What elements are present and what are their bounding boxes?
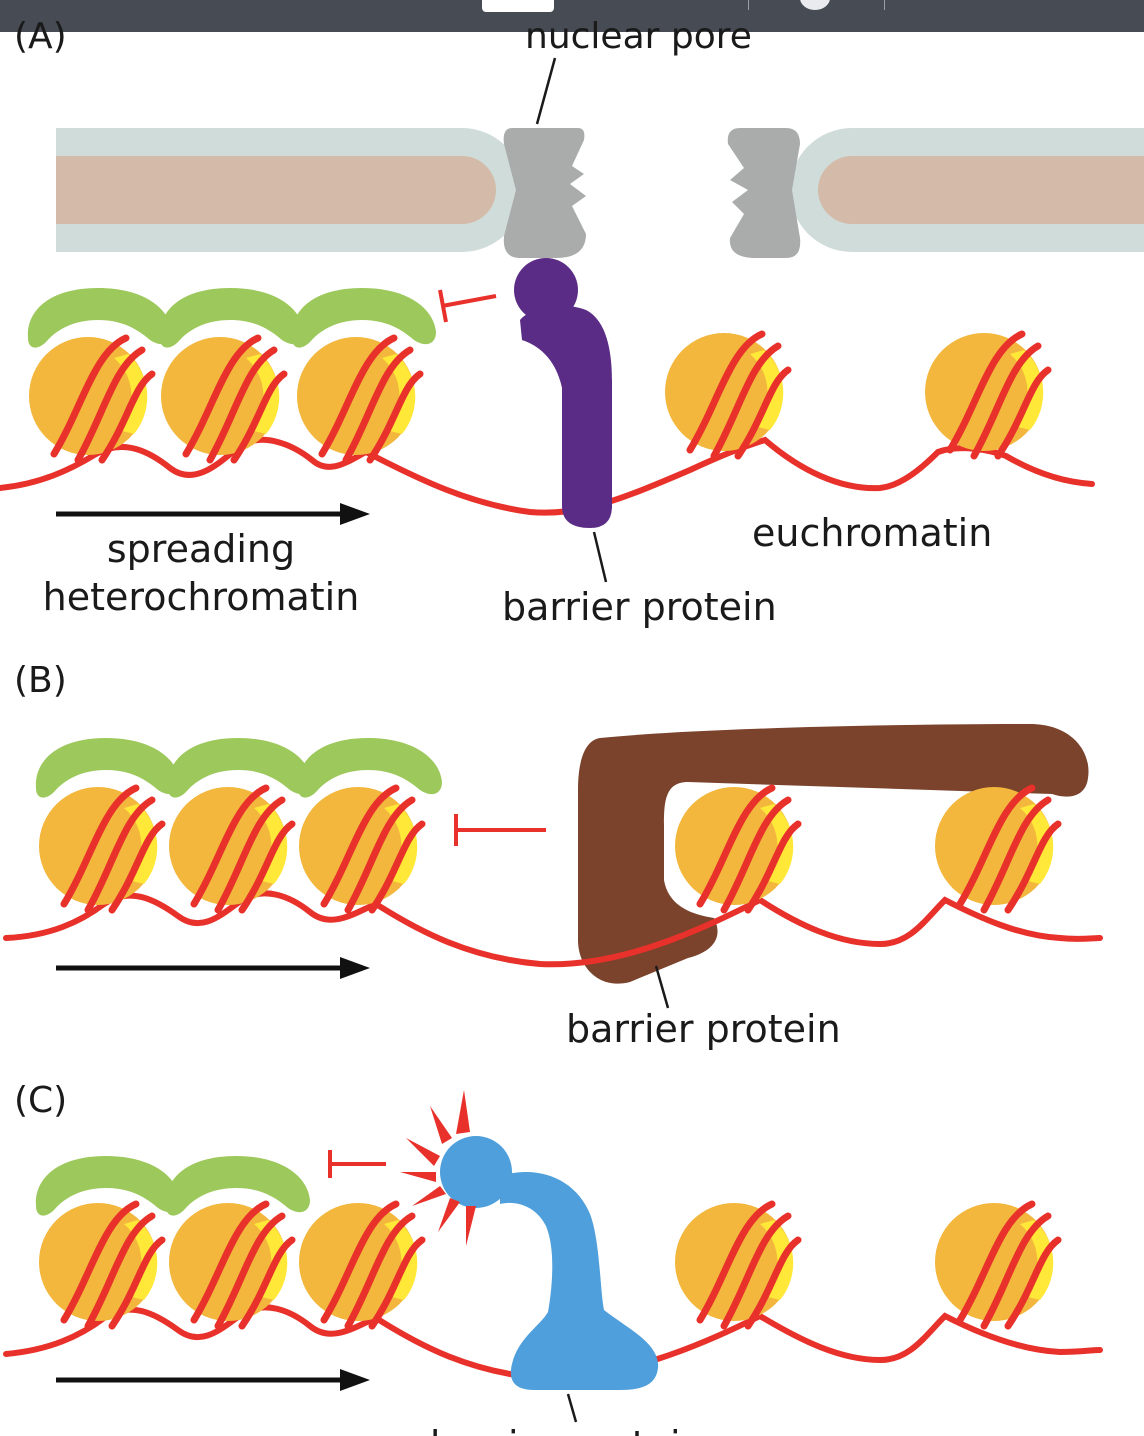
circle-icon[interactable] <box>800 0 830 10</box>
spreading-arrow <box>56 1369 370 1391</box>
panel-a-label: (A) <box>14 16 67 57</box>
barrier-pointer-a <box>592 531 608 583</box>
inhibition-symbol <box>454 814 546 846</box>
spreading-label-line1: spreading <box>107 527 295 571</box>
nucleosome <box>675 787 798 910</box>
dna-strand <box>3 1304 1103 1382</box>
nuclear-pore-label: nuclear pore <box>525 16 752 57</box>
nucleosome <box>299 787 422 910</box>
panel-c-label: (C) <box>14 1080 67 1121</box>
spreading-label-line2: heterochromatin <box>43 575 360 619</box>
panel-b: (B) barrier protein <box>3 660 1103 1051</box>
nucleosome <box>299 1203 422 1326</box>
panel-c: (C) barr <box>3 1080 1103 1436</box>
nucleosome <box>297 337 420 460</box>
barrier-protein-b <box>578 724 1089 984</box>
signal-burst-icon <box>400 1090 476 1246</box>
nucleosome <box>925 333 1048 456</box>
browser-top-bar <box>0 0 1144 32</box>
nuclear-envelope-right <box>790 128 1144 252</box>
inhibition-symbol <box>328 1150 386 1178</box>
panel-b-label: (B) <box>14 660 67 701</box>
nucleosome <box>665 333 788 456</box>
inhibition-symbol <box>438 289 497 323</box>
nuclear-pore-left <box>503 128 586 258</box>
nucleosome <box>39 787 162 910</box>
toolbar-divider <box>884 0 885 10</box>
barrier-label-a: barrier protein <box>502 585 777 629</box>
barrier-label-c: barrier protein <box>430 1423 705 1436</box>
nucleosome <box>675 1203 798 1326</box>
barrier-protein-c <box>440 1136 659 1390</box>
spreading-arrow <box>56 957 370 979</box>
toolbar-divider <box>748 0 749 10</box>
barrier-pointer-c <box>566 1393 578 1423</box>
dna-strand <box>0 436 1095 516</box>
nuclear-pore-right <box>727 128 801 258</box>
panel-a: (A) nuclear pore <box>0 16 1144 629</box>
nucleosome <box>935 787 1058 910</box>
nuclear-pore-pointer <box>535 57 557 125</box>
barrier-label-b: barrier protein <box>566 1007 841 1051</box>
barrier-pointer-b <box>654 965 670 1009</box>
spreading-arrow <box>56 503 370 525</box>
nuclear-envelope-left <box>56 128 524 252</box>
euchromatin-label: euchromatin <box>752 511 992 555</box>
tab-indicator[interactable] <box>482 0 554 12</box>
barrier-protein-a <box>514 258 612 528</box>
nucleosome <box>935 1203 1058 1326</box>
dna-strand <box>3 890 1103 968</box>
nucleosome <box>29 337 152 460</box>
nucleosome <box>39 1203 162 1326</box>
